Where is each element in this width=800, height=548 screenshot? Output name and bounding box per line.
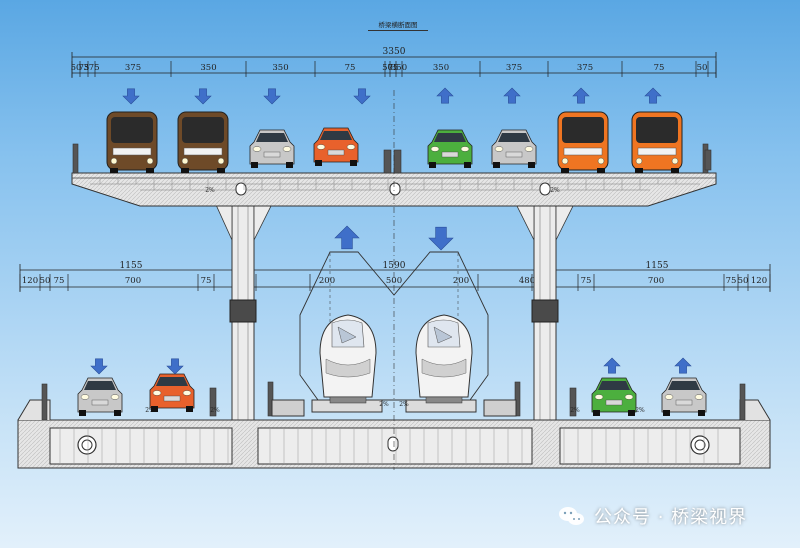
lane-direction-up-arrow	[572, 87, 590, 104]
direction-arrows	[90, 87, 692, 375]
upper-segment-label: 350	[272, 63, 288, 73]
slope-labels: 2% 2% 2% 2% 2% 2% 2% 2%	[145, 187, 645, 414]
upper-segment-label: 75	[654, 63, 665, 73]
upper-segment-label: 75	[79, 63, 90, 73]
upper-segment-label: 350	[200, 63, 216, 73]
lower-dimension-ticks: 120507570075480200500200480757007550120	[19, 274, 771, 291]
lane-direction-down-arrow	[166, 358, 184, 375]
lane-direction-down-arrow	[122, 88, 140, 105]
train-left	[319, 314, 377, 404]
slope-label: 2%	[205, 187, 215, 194]
slope-label: 2%	[550, 187, 560, 194]
lower-car-green	[591, 377, 637, 416]
upper-barriers	[72, 143, 712, 174]
lane-direction-down-arrow	[194, 88, 212, 105]
rail-direction-up-arrow	[334, 225, 360, 250]
wechat-logo-icon	[559, 507, 584, 525]
upper-segment-label: 350	[391, 63, 407, 73]
upper-total-width: 3350	[383, 47, 406, 57]
lower-car-silver-2	[661, 377, 707, 416]
lower-right-width: 1155	[646, 261, 669, 271]
lane-direction-up-arrow	[436, 87, 454, 104]
slope-label: 2%	[210, 407, 220, 414]
upper-car-silver-2	[491, 129, 537, 168]
lower-right-segment-label: 120	[751, 276, 767, 286]
lower-car-silver-1	[77, 377, 123, 416]
watermark-text: 公众号 · 桥梁视界	[594, 507, 748, 528]
lower-right-segment-label: 75	[581, 276, 592, 286]
lower-left-segment-label: 75	[54, 276, 65, 286]
lower-left-segment-label: 75	[201, 276, 212, 286]
lower-right-segment-label: 50	[738, 276, 749, 286]
lower-barriers	[41, 381, 746, 421]
slope-label: 2%	[399, 401, 409, 408]
upper-segment-label: 375	[577, 63, 593, 73]
lower-deck-ribs	[59, 428, 719, 464]
lower-middle-segment-label: 200	[453, 276, 469, 286]
slope-label: 2%	[379, 401, 389, 408]
upper-bus-orange-2	[631, 111, 683, 173]
slope-label: 2%	[635, 407, 645, 414]
lower-car-orange	[149, 373, 195, 412]
lane-direction-down-arrow	[353, 88, 371, 105]
upper-segment-label: 375	[506, 63, 522, 73]
lane-direction-up-arrow	[674, 357, 692, 374]
diagram-title: 桥梁横断面图	[368, 21, 428, 31]
upper-car-silver-1	[249, 129, 295, 168]
lower-left-segment-label: 120	[22, 276, 38, 286]
upper-segment-label: 350	[433, 63, 449, 73]
lower-left-segment-label: 700	[125, 276, 141, 286]
lane-direction-up-arrow	[644, 87, 662, 104]
watermark: 公众号 · 桥梁视界	[558, 503, 747, 529]
slope-label: 2%	[570, 407, 580, 414]
lower-right-segment-label: 480	[519, 276, 535, 286]
upper-segment-label: 75	[388, 63, 399, 73]
upper-bus-orange-1	[557, 111, 609, 173]
lane-direction-up-arrow	[503, 87, 521, 104]
train-right	[415, 314, 473, 404]
upper-segment-label: 50	[71, 63, 82, 73]
upper-segment-label: 75	[345, 63, 356, 73]
lower-middle-segment-label: 200	[319, 276, 335, 286]
upper-car-orange	[313, 127, 359, 166]
lane-direction-up-arrow	[603, 357, 621, 374]
upper-car-green	[427, 129, 473, 168]
upper-bus-1	[106, 111, 158, 173]
lower-left-segment-label: 50	[40, 276, 51, 286]
rail-bed	[271, 399, 517, 417]
vehicles	[77, 111, 707, 416]
left-pier	[211, 195, 277, 467]
lower-right-segment-label: 700	[648, 276, 664, 286]
upper-segment-label: 50	[382, 63, 393, 73]
lower-right-segment-label: 75	[726, 276, 737, 286]
lower-left-width: 1155	[120, 261, 143, 271]
upper-segment-label: 375	[125, 63, 141, 73]
upper-segment-label: 375	[83, 63, 99, 73]
lane-direction-down-arrow	[263, 88, 281, 105]
lane-direction-down-arrow	[90, 358, 108, 375]
upper-segment-label: 50	[697, 63, 708, 73]
upper-deck-ribs	[99, 179, 677, 190]
upper-bus-2	[177, 111, 229, 173]
lower-total-width: 1590	[383, 261, 406, 271]
slope-label: 2%	[145, 407, 155, 414]
rail-direction-down-arrow	[428, 226, 454, 251]
